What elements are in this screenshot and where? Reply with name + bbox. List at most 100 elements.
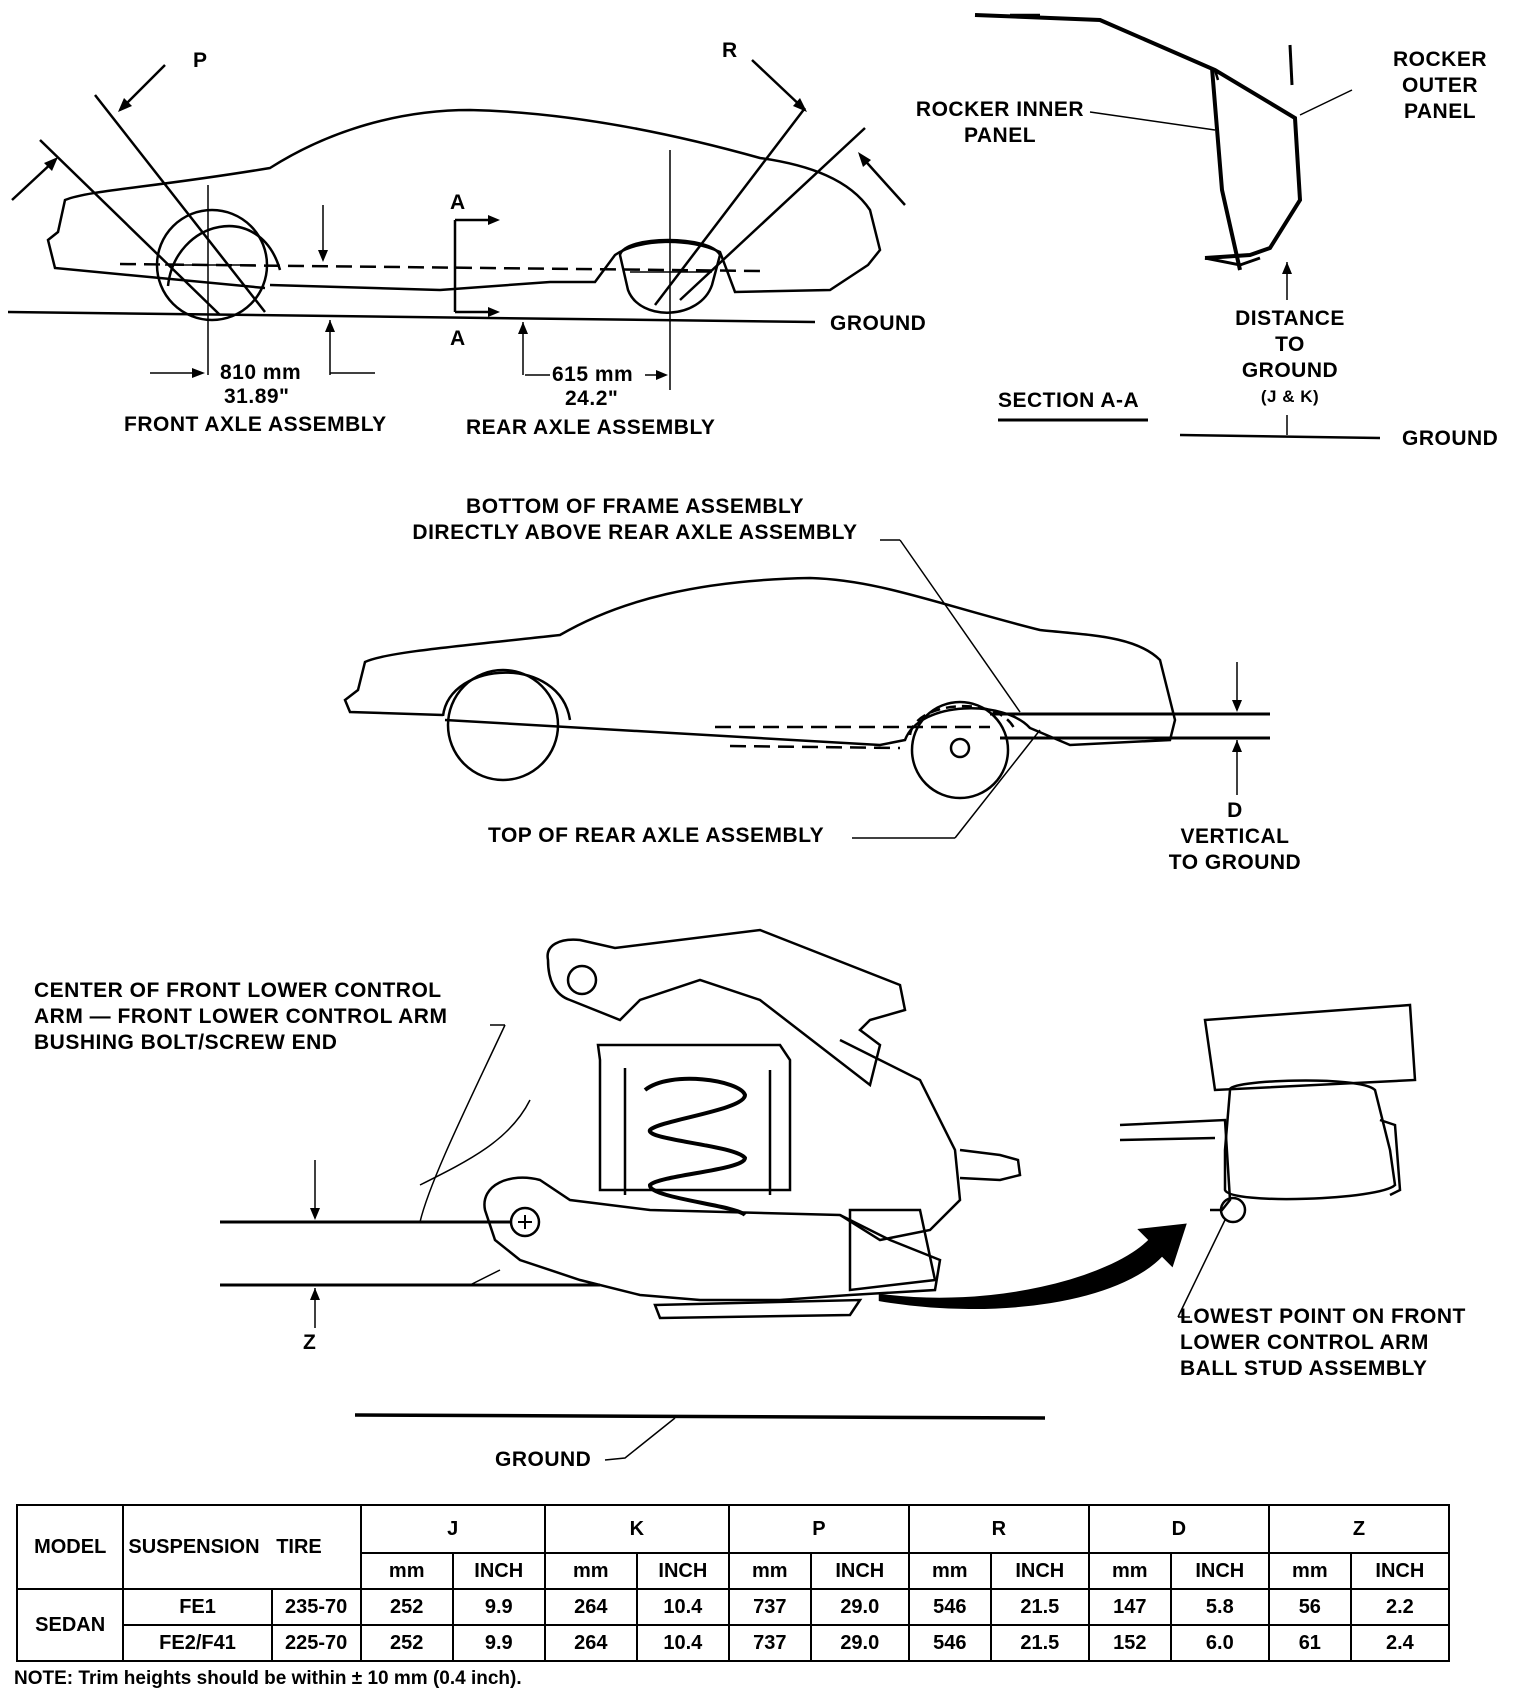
table-row: FE2/F41 225-70 252 9.9 264 10.4 737 29.0…	[17, 1624, 1451, 1662]
value-cell: 56	[1267, 1588, 1352, 1626]
rocker-outer-panel	[975, 15, 1300, 258]
measure-p-line	[95, 95, 265, 312]
value-cell: 264	[543, 1588, 638, 1626]
value-cell: 29.0	[809, 1624, 910, 1662]
model-cell: SEDAN	[15, 1588, 125, 1662]
unit-mm: mm	[907, 1552, 992, 1590]
front-axle-mm: 810 mm	[220, 361, 302, 384]
unit-inch: INCH	[989, 1552, 1090, 1590]
unit-mm: mm	[359, 1552, 454, 1590]
unit-mm: mm	[1087, 1552, 1172, 1590]
rear-axle-mm: 615 mm	[552, 363, 634, 386]
suspension-cell: FE1	[122, 1588, 273, 1626]
tire-cell: 225-70	[270, 1624, 362, 1662]
value-cell: 10.4	[635, 1588, 730, 1626]
unit-inch: INCH	[809, 1552, 910, 1590]
value-cell: 546	[907, 1588, 992, 1626]
suspension-cell: FE2/F41	[122, 1624, 273, 1662]
rear-axle-inch: 24.2"	[565, 387, 619, 410]
ground-leader	[605, 1418, 675, 1460]
rocker-inner-leader	[1090, 112, 1215, 130]
header-r: R	[907, 1504, 1090, 1554]
value-cell: 9.9	[451, 1624, 546, 1662]
header-k: K	[543, 1504, 730, 1554]
trim-height-note: NOTE: Trim heights should be within ± 10…	[14, 1668, 522, 1689]
front-suspension-figure	[220, 930, 1415, 1460]
value-cell: 10.4	[635, 1624, 730, 1662]
front-axle-label: FRONT AXLE ASSEMBLY	[124, 413, 387, 436]
unit-mm: mm	[543, 1552, 638, 1590]
label-r: R	[722, 39, 738, 62]
header-j: J	[359, 1504, 546, 1554]
rear-car-rear-wheel	[912, 702, 1008, 798]
value-cell: 21.5	[989, 1624, 1090, 1662]
value-cell: 737	[727, 1588, 812, 1626]
label-section-a-top: A	[450, 191, 466, 214]
ground-label-3: GROUND	[495, 1448, 592, 1471]
section-a-a-figure	[975, 15, 1380, 438]
header-suspension-tire: SUSPENSION TIRE	[122, 1504, 362, 1590]
value-cell: 6.0	[1169, 1624, 1270, 1662]
header-d: D	[1087, 1504, 1270, 1554]
measure-r-arrow-2	[860, 155, 905, 205]
unit-mm: mm	[727, 1552, 812, 1590]
value-cell: 264	[543, 1624, 638, 1662]
value-cell: 252	[359, 1624, 454, 1662]
ball-joint	[850, 1210, 935, 1290]
label-z: Z	[303, 1331, 317, 1354]
table-header-row: MODEL SUSPENSION TIRE J K P R D Z	[15, 1504, 1451, 1590]
car-side-view-figure	[8, 60, 905, 390]
coil-spring	[645, 1079, 745, 1215]
value-cell: 61	[1267, 1624, 1352, 1662]
value-cell: 9.9	[451, 1588, 546, 1626]
value-cell: 152	[1087, 1624, 1172, 1662]
unit-inch: INCH	[635, 1552, 730, 1590]
spring-housing	[598, 1045, 790, 1190]
knuckle	[840, 1040, 960, 1240]
section-ground-label: GROUND	[1402, 427, 1499, 450]
value-cell: 252	[359, 1588, 454, 1626]
top-rear-axle-label: TOP OF REAR AXLE ASSEMBLY	[488, 824, 825, 847]
unit-mm: mm	[1267, 1552, 1352, 1590]
front-axle-inch: 31.89"	[224, 385, 290, 408]
label-p: P	[193, 49, 208, 72]
section-ground-line	[1180, 435, 1380, 438]
rear-wheel	[620, 240, 720, 313]
unit-inch: INCH	[1349, 1552, 1451, 1590]
tire-cell: 235-70	[270, 1588, 362, 1626]
measure-p-line-2	[40, 140, 220, 315]
header-p: P	[727, 1504, 910, 1554]
unit-inch: INCH	[451, 1552, 546, 1590]
ground-label-1: GROUND	[830, 312, 927, 335]
upper-arm-bushing	[568, 966, 596, 994]
ground-line	[8, 312, 815, 322]
lower-arm-bushing	[511, 1208, 539, 1236]
measure-r-line	[655, 108, 805, 305]
rear-axle-label: REAR AXLE ASSEMBLY	[466, 416, 716, 439]
ground-line-3	[355, 1415, 1045, 1418]
detail-arrow	[880, 1225, 1185, 1308]
lower-control-arm	[484, 1178, 940, 1300]
value-cell: 546	[907, 1624, 992, 1662]
unit-inch: INCH	[1169, 1552, 1270, 1590]
value-cell: 147	[1087, 1588, 1172, 1626]
value-cell: 5.8	[1169, 1588, 1270, 1626]
value-cell: 21.5	[989, 1588, 1090, 1626]
value-cell: 737	[727, 1624, 812, 1662]
measure-r-line-2	[680, 128, 865, 300]
table-row: SEDAN FE1 235-70 252 9.9 264 10.4 737 29…	[15, 1588, 1451, 1662]
rear-axle-view-figure	[345, 540, 1270, 838]
header-z: Z	[1267, 1504, 1451, 1554]
section-a-a-title: SECTION A-A	[998, 389, 1140, 412]
upper-control-arm	[548, 930, 905, 1085]
car2-body-outline	[345, 578, 1175, 745]
